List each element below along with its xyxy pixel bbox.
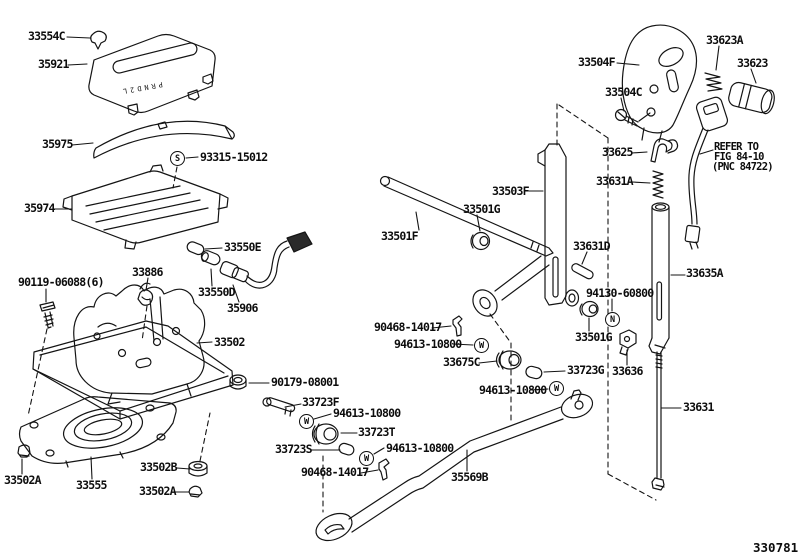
part-33623a-spring-drawing xyxy=(704,72,723,92)
part-label-33501f: 33501F xyxy=(381,229,419,243)
part-90468-clip-left-drawing xyxy=(378,458,390,481)
part-label-35906: 35906 xyxy=(227,301,258,315)
part-label-33636: 33636 xyxy=(612,364,643,378)
marker-letter: W xyxy=(363,453,370,464)
part-33675c-bushing-drawing xyxy=(495,350,522,370)
part-label-90119-06088: 90119-06088(6) xyxy=(18,275,105,289)
part-33631a-spring-drawing xyxy=(652,170,664,199)
part-label-33723g: 33723G xyxy=(567,363,605,377)
part-label-35569b: 35569B xyxy=(451,470,489,484)
marker-letter: S xyxy=(174,153,181,164)
part-label-33504f: 33504F xyxy=(578,55,616,69)
part-label-90468-14017-b: 90468-14017 xyxy=(374,320,442,334)
refer-note-line1: REFER TO xyxy=(714,141,759,153)
part-33554c-drawing xyxy=(90,30,107,50)
part-label-33503f: 33503F xyxy=(492,184,530,198)
screw-marker-s: S xyxy=(170,151,185,166)
part-label-33625: 33625 xyxy=(602,145,633,159)
washer-marker-w1: W xyxy=(299,414,314,429)
part-33504f-knob-drawing xyxy=(621,24,698,143)
part-label-33635a: 33635A xyxy=(686,266,724,280)
part-label-33502a-1: 33502A xyxy=(4,473,42,487)
part-35906-sensor-drawing xyxy=(219,231,313,289)
part-33623-button-drawing xyxy=(728,81,775,115)
part-33550d-drawing xyxy=(200,250,221,266)
part-label-33723t: 33723T xyxy=(358,425,396,439)
part-33636-bracket-drawing xyxy=(619,329,637,356)
diagram-code: 330781 xyxy=(753,540,799,555)
part-label-33631a: 33631A xyxy=(596,174,634,188)
part-35569b-rod-drawing xyxy=(315,389,594,542)
refer-note-line2: FIG 84-10 xyxy=(714,151,764,163)
nut-marker-n: N xyxy=(605,312,620,327)
part-label-33623a: 33623A xyxy=(706,33,744,47)
part-33503f-lever-drawing xyxy=(472,143,580,317)
part-33502a-grommet1-drawing xyxy=(17,444,31,458)
part-label-33504c: 33504C xyxy=(605,85,643,99)
part-label-35975: 35975 xyxy=(42,137,73,151)
part-33504c-screw-drawing xyxy=(614,108,639,127)
part-90179-nut-drawing xyxy=(229,374,247,390)
part-35975-drawing xyxy=(93,120,235,159)
part-label-94613-10800-a: 94613-10800 xyxy=(333,406,401,420)
part-33635a-tube-drawing xyxy=(648,202,670,355)
part-33723s-bushing-drawing xyxy=(338,442,355,456)
shift-pattern-text: PRND2L xyxy=(119,80,163,95)
part-label-33554c: 33554C xyxy=(28,29,66,43)
part-90119-bolt-drawing xyxy=(39,301,56,329)
part-33502b-grommet-drawing xyxy=(188,460,208,477)
part-label-33723s: 33723S xyxy=(275,442,313,456)
part-label-33501g-right: 33501G xyxy=(575,330,613,344)
assembly-axis-dashed-lines xyxy=(27,103,657,513)
part-33723f-pin-drawing xyxy=(262,397,296,417)
part-label-33501g-mid: 33501G xyxy=(463,202,501,216)
part-33631-rod-drawing xyxy=(651,351,665,491)
part-35974-drawing xyxy=(62,164,229,250)
part-label-33675c: 33675C xyxy=(443,355,481,369)
part-label-33555: 33555 xyxy=(76,478,107,492)
part-label-94613-10800-b: 94613-10800 xyxy=(386,441,454,455)
part-label-33502: 33502 xyxy=(214,335,245,349)
part-33501g-mid-bushing-drawing xyxy=(470,231,491,251)
part-33723t-bushing-drawing xyxy=(311,423,339,445)
part-label-33502a-2: 33502A xyxy=(139,484,177,498)
part-33502a-grommet2-drawing xyxy=(188,485,203,498)
part-33625-clip-drawing xyxy=(650,138,679,163)
washer-marker-w3: W xyxy=(474,338,489,353)
marker-letter: W xyxy=(303,416,310,427)
part-label-33550d: 33550D xyxy=(198,285,236,299)
part-label-94613-10800-d: 94613-10800 xyxy=(479,383,547,397)
part-label-94130-60800: 94130-60800 xyxy=(586,286,654,300)
part-label-35974: 35974 xyxy=(24,201,55,215)
part-label-33623: 33623 xyxy=(737,56,768,70)
part-label-33723f: 33723F xyxy=(302,395,340,409)
marker-letter: W xyxy=(553,383,560,394)
part-label-33631: 33631 xyxy=(683,400,714,414)
part-33555-plate-drawing xyxy=(18,396,177,468)
washer-marker-w2: W xyxy=(359,451,374,466)
part-label-93315-15012: 93315-15012 xyxy=(200,150,268,164)
part-label-33550e: 33550E xyxy=(224,240,262,254)
part-33723g-bushing-drawing xyxy=(525,365,543,380)
marker-letter: N xyxy=(609,314,616,325)
part-label-90468-14017-a: 90468-14017 xyxy=(301,465,369,479)
part-label-90179-08001: 90179-08001 xyxy=(271,375,339,389)
part-label-94613-10800-c: 94613-10800 xyxy=(394,337,462,351)
part-33502-bracket-drawing xyxy=(32,282,234,420)
part-od-switch-wire-drawing xyxy=(684,96,729,250)
part-33631d-pin-drawing xyxy=(571,263,594,280)
part-label-33886: 33886 xyxy=(132,265,163,279)
marker-letter: W xyxy=(478,340,485,351)
part-35921-drawing: PRND2L xyxy=(88,33,216,116)
washer-marker-w4: W xyxy=(549,381,564,396)
part-label-35921: 35921 xyxy=(38,57,69,71)
part-33501g-right-bushing-drawing xyxy=(579,300,599,318)
part-90468-clip-mid-drawing xyxy=(452,315,463,337)
part-33501f-rod-drawing xyxy=(379,175,554,257)
part-label-33502b: 33502B xyxy=(140,460,178,474)
refer-note-line3: (PNC 84722) xyxy=(712,161,774,173)
part-label-33631d: 33631D xyxy=(573,239,611,253)
